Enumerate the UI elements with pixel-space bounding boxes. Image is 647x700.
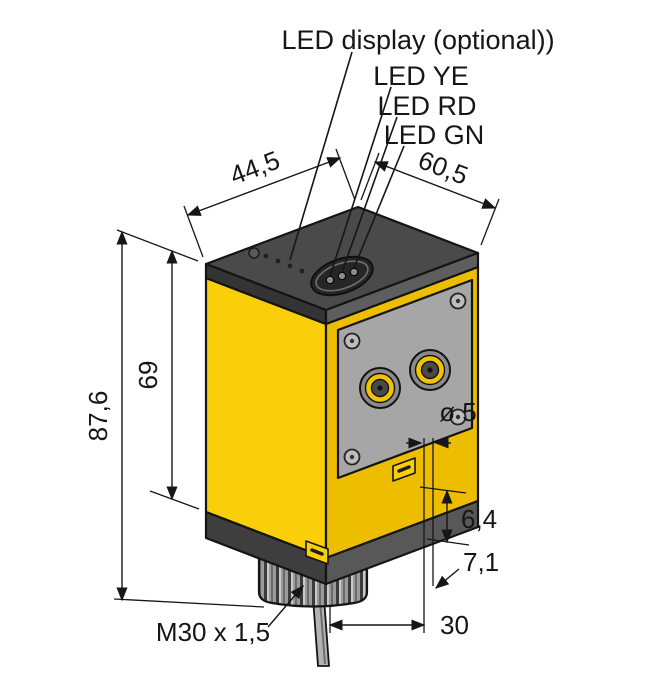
led-recess-rim <box>315 260 369 292</box>
extension-line <box>335 148 356 201</box>
callout-leaders <box>289 51 405 277</box>
dim-line-depth <box>186 157 342 216</box>
screw-center <box>455 414 461 420</box>
dim-total-height: 87,6 <box>83 230 265 608</box>
display-window <box>248 247 260 259</box>
led-rd-dot <box>337 271 347 281</box>
callout-led-display: LED display (optional)) <box>281 25 554 55</box>
dim-hole: ø 5 <box>406 397 477 633</box>
leader-line <box>267 584 304 628</box>
leader-led-display <box>289 51 353 261</box>
leader-led-gn <box>353 145 405 269</box>
led-ye-dot <box>325 275 335 285</box>
dim-cable-stub-label: 30 <box>440 610 469 640</box>
dim-body-height-label: 69 <box>133 361 163 390</box>
connector-port-left <box>359 367 401 409</box>
screw-center <box>455 298 461 304</box>
led-gn-dot <box>349 267 359 277</box>
led-dot <box>287 263 293 269</box>
leader-line <box>434 568 460 589</box>
screw-center <box>349 338 355 344</box>
dim-thread-label: M30 x 1,5 <box>156 617 270 647</box>
plate-screws <box>343 292 467 466</box>
led-dot <box>263 253 269 259</box>
led-dot <box>275 258 281 264</box>
dim-flange-height-label: 7,1 <box>463 547 499 577</box>
leader-led-rd <box>341 116 398 273</box>
connector-pin <box>427 367 433 373</box>
callout-led-gn: LED GN <box>384 120 485 150</box>
dim-thread: M30 x 1,5 <box>156 584 304 647</box>
extension-line <box>360 152 380 201</box>
connector-port-right <box>409 349 451 391</box>
dim-hole-offset: 6,4 <box>419 486 497 546</box>
dim-hole-label: ø 5 <box>439 397 477 427</box>
clip-slot-side <box>397 465 411 473</box>
body-front-face <box>204 276 328 560</box>
dim-total-height-label: 87,6 <box>83 391 113 442</box>
callout-led-ye: LED YE <box>373 61 469 91</box>
callout-led-rd: LED RD <box>377 91 476 121</box>
cable-highlight <box>319 599 326 665</box>
connector-plate <box>336 278 474 480</box>
dim-hole-offset-label: 6,4 <box>461 504 497 534</box>
screw-center <box>349 454 355 460</box>
dim-body-height: 69 <box>116 229 200 510</box>
leader-led-ye <box>329 86 392 277</box>
dim-cable-stub: 30 <box>328 606 469 640</box>
extension-line <box>116 229 199 262</box>
dim-width-label: 60,5 <box>414 145 472 191</box>
led-dot <box>299 268 305 274</box>
dim-depth-label: 44,5 <box>226 145 284 191</box>
cap-side-edge <box>324 251 480 326</box>
extension-line <box>113 598 265 608</box>
flange-side <box>324 499 480 586</box>
connector-pin <box>377 385 383 391</box>
extension-line <box>149 490 200 510</box>
clip-slot-front <box>310 548 324 556</box>
dim-flange-height: 7,1 <box>434 547 499 589</box>
